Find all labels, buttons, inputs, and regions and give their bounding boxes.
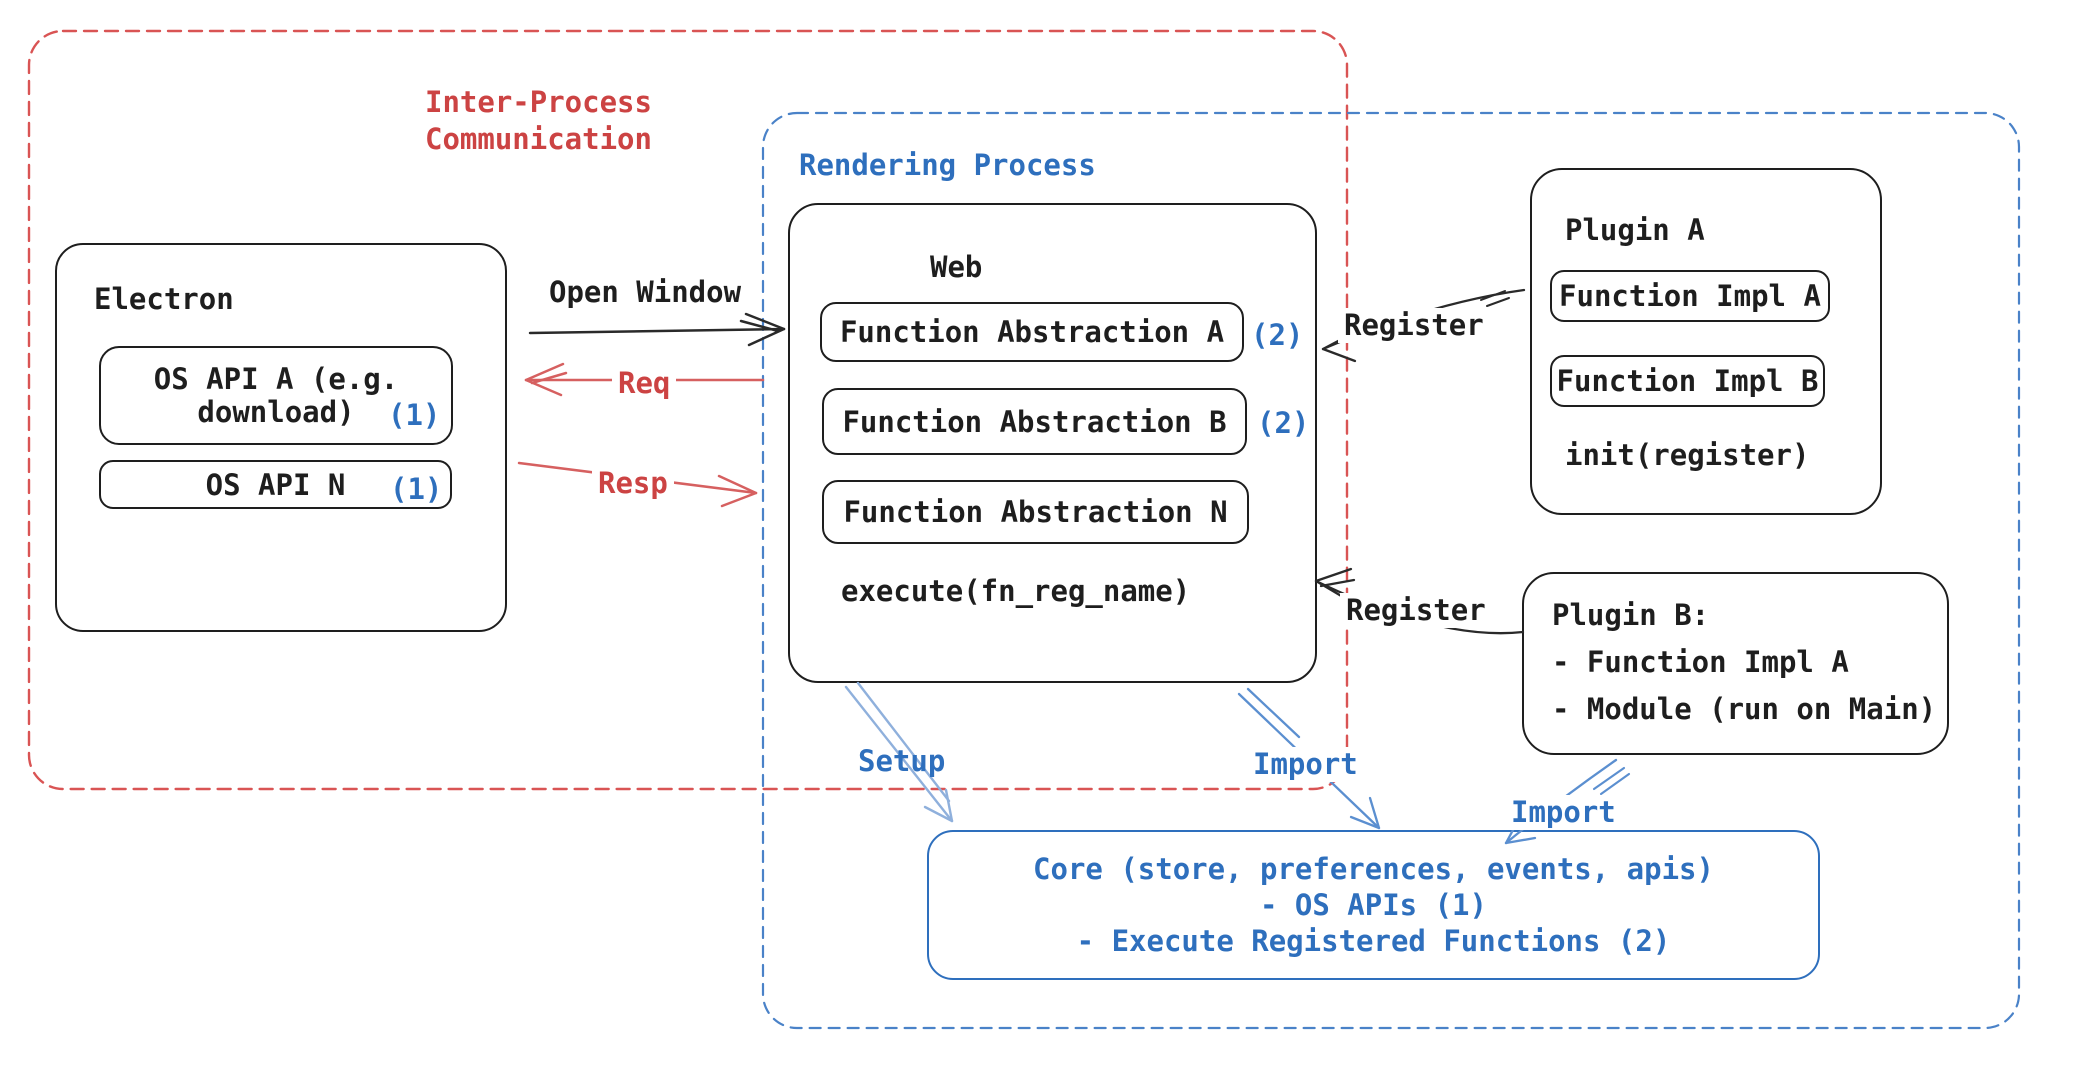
- os-api-n-ref: (1): [390, 472, 443, 506]
- open-window-arrow: [528, 312, 786, 347]
- open-window-label: Open Window: [549, 275, 742, 309]
- core-box: Core (store, preferences, events, apis) …: [927, 830, 1820, 980]
- resp-label: Resp: [592, 466, 674, 501]
- ipc-group-label-line2: Communication: [425, 122, 652, 156]
- electron-title: Electron: [94, 282, 234, 316]
- plugin-b-content: Plugin B: - Function Impl A - Module (ru…: [1552, 592, 1936, 733]
- function-abstraction-b-label: Function Abstraction B: [842, 404, 1227, 439]
- core-line3: - Execute Registered Functions (2): [1076, 924, 1671, 958]
- function-impl-a-label: Function Impl A: [1559, 279, 1821, 313]
- core-line2: - OS APIs (1): [1260, 888, 1487, 922]
- register-top-label: Register: [1338, 308, 1490, 343]
- function-abstraction-a-box: Function Abstraction A: [820, 302, 1244, 362]
- function-abstraction-n-box: Function Abstraction N: [822, 480, 1249, 544]
- plugin-b-title: Plugin B:: [1552, 598, 1710, 632]
- os-api-a-line1: OS API A (e.g.: [153, 361, 399, 396]
- core-line1: Core (store, preferences, events, apis): [1033, 852, 1714, 886]
- function-impl-a-box: Function Impl A: [1550, 270, 1830, 322]
- register-bottom-label: Register: [1340, 593, 1492, 628]
- plugin-a-title: Plugin A: [1565, 213, 1705, 247]
- function-abstraction-b-ref: (2): [1257, 406, 1310, 440]
- setup-label: Setup: [858, 744, 946, 778]
- function-abstraction-b-box: Function Abstraction B: [822, 388, 1247, 455]
- init-register-label: init(register): [1565, 438, 1810, 472]
- ipc-group-label-line1: Inter-Process: [425, 85, 652, 119]
- function-impl-b-box: Function Impl B: [1550, 355, 1825, 407]
- plugin-b-item1: - Function Impl A: [1552, 645, 1849, 679]
- function-impl-b-label: Function Impl B: [1556, 364, 1819, 398]
- req-label: Req: [612, 366, 677, 401]
- web-title: Web: [930, 250, 983, 284]
- import-plugin-to-core-label: Import: [1505, 795, 1622, 830]
- ipc-group-label: Inter-Process Communication: [425, 84, 652, 158]
- function-abstraction-a-ref: (2): [1251, 318, 1304, 352]
- function-abstraction-n-label: Function Abstraction N: [843, 495, 1228, 529]
- import-web-to-core-label: Import: [1247, 747, 1364, 782]
- execute-label: execute(fn_reg_name): [841, 574, 1191, 608]
- function-abstraction-a-label: Function Abstraction A: [839, 315, 1225, 349]
- rendering-process-label: Rendering Process: [799, 148, 1096, 182]
- os-api-n-label: OS API N: [205, 467, 346, 502]
- os-api-a-line2: download): [197, 394, 355, 429]
- plugin-b-item2: - Module (run on Main): [1552, 692, 1937, 726]
- os-api-a-ref: (1): [388, 398, 441, 432]
